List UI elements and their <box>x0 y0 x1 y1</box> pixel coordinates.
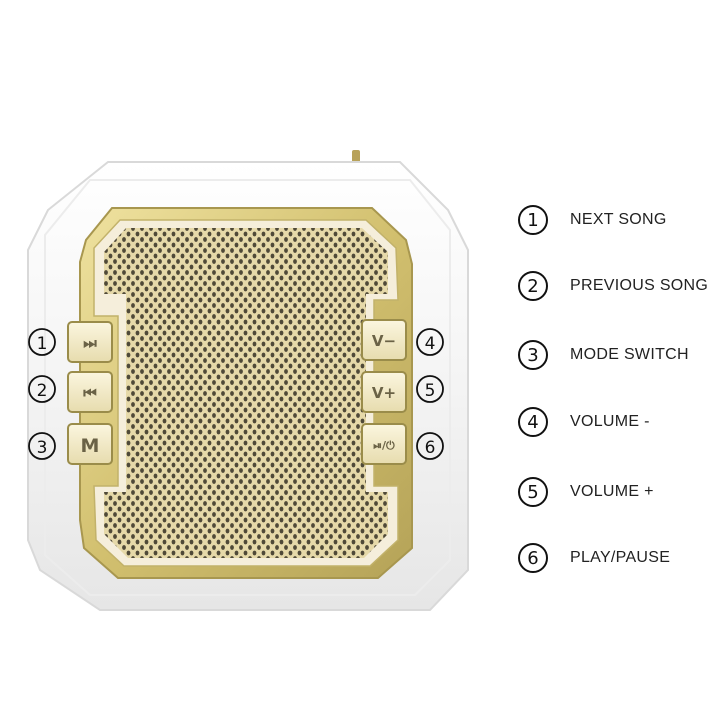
body-bevel <box>44 179 451 596</box>
legend-label: NEXT SONG <box>570 211 667 228</box>
legend-number: 4 <box>518 407 548 437</box>
svg-text:3: 3 <box>37 438 48 458</box>
play-pause-power-icon: ⏯/⏻ <box>373 439 395 452</box>
next-track-icon: ⏭ <box>83 334 97 352</box>
callout-number-6: 6 <box>416 432 444 460</box>
mode-icon: M <box>81 435 100 457</box>
button-next-song[interactable]: ⏭ <box>67 321 113 363</box>
callout-number-4: 4 <box>416 328 444 356</box>
svg-text:5: 5 <box>425 381 436 401</box>
legend-label: PREVIOUS SONG <box>570 277 709 294</box>
legend-number: 6 <box>518 543 548 573</box>
legend-number: 2 <box>518 271 548 301</box>
volume-down-icon: V− <box>372 332 396 350</box>
legend-label: MODE SWITCH <box>570 346 689 363</box>
svg-text:2: 2 <box>37 381 48 401</box>
svg-text:1: 1 <box>37 334 48 354</box>
legend-number: 1 <box>518 205 548 235</box>
legend-item-play-pause: 6 PLAY/PAUSE <box>518 538 718 578</box>
legend-item-mode-switch: 3 MODE SWITCH <box>518 335 718 375</box>
button-mode-switch[interactable]: M <box>67 423 113 465</box>
button-volume-up[interactable]: V+ <box>361 371 407 413</box>
svg-text:6: 6 <box>425 438 436 458</box>
speaker-grille <box>104 228 388 558</box>
legend-item-volume-up: 5 VOLUME + <box>518 472 718 512</box>
callout-number-3: 3 <box>28 432 56 460</box>
legend-item-previous-song: 2 PREVIOUS SONG <box>518 266 718 306</box>
legend-label: VOLUME + <box>570 483 654 500</box>
legend-label: VOLUME - <box>570 413 650 430</box>
legend-number: 5 <box>518 477 548 507</box>
svg-text:4: 4 <box>425 334 436 354</box>
callout-number-1: 1 <box>28 328 56 356</box>
callout-number-5: 5 <box>416 375 444 403</box>
callout-number-2: 2 <box>28 375 56 403</box>
button-previous-song[interactable]: ⏮ <box>67 371 113 413</box>
legend-item-next-song: 1 NEXT SONG <box>518 200 718 240</box>
button-play-pause[interactable]: ⏯/⏻ <box>361 423 407 465</box>
volume-up-icon: V+ <box>372 384 396 402</box>
legend-label: PLAY/PAUSE <box>570 549 671 566</box>
button-volume-down[interactable]: V− <box>361 319 407 361</box>
previous-track-icon: ⏮ <box>83 384 97 402</box>
legend-item-volume-down: 4 VOLUME - <box>518 402 718 442</box>
legend-number: 3 <box>518 340 548 370</box>
